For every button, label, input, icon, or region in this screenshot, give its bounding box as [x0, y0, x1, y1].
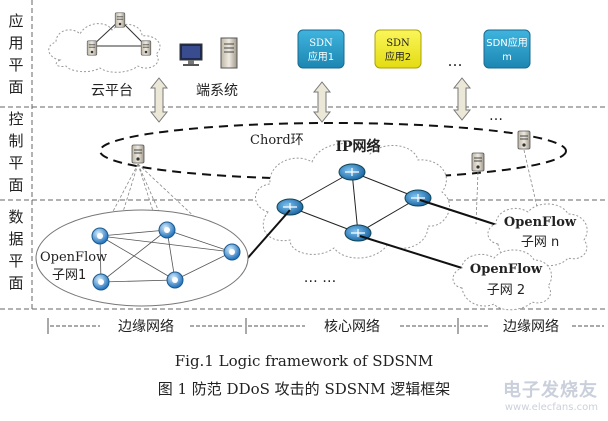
controller-links-right [475, 149, 541, 225]
watermark-sub: www.elecfans.com [504, 402, 598, 413]
subnet-2-label-line1: OpenFlow [470, 262, 543, 277]
ip-network-cloud [255, 143, 450, 259]
cloud-server-icon [114, 12, 126, 28]
openflow-switch-icon [223, 243, 241, 261]
core-router-icon [276, 198, 304, 216]
chord-ring [99, 122, 567, 180]
openflow-subnet1-area [35, 209, 249, 307]
subnet1-links [99, 229, 233, 283]
watermark-logo: 电子发烧友 www.elecfans.com [503, 376, 598, 413]
sdn-app-m-label-line2: m [502, 52, 512, 63]
scale-label-left: 边缘网络 [118, 319, 174, 335]
openflow-switch-icon [91, 227, 109, 245]
caption-english: Fig.1 Logic framework of SDSNM [174, 352, 434, 370]
sdn-app-2-box: SDN 应用2 [374, 29, 422, 69]
layer-label-application: 应用平面 [8, 12, 23, 96]
link-core-subnet1 [245, 209, 291, 261]
sdn-app-m-label-line1: SDN应用 [486, 36, 528, 49]
openflow-switch-icon [166, 271, 184, 289]
sdn-app-1-label-line1: SDN [309, 38, 333, 49]
controller-server-icon [471, 152, 485, 172]
end-system-label: 端系统 [196, 83, 238, 99]
arrow-cloud-control [149, 77, 169, 123]
core-router-icon [338, 163, 366, 181]
core-router-icon [404, 189, 432, 207]
scale-label-right: 边缘网络 [503, 319, 559, 335]
link-core-subnet-n [419, 199, 501, 227]
arrow-app1-control [312, 81, 332, 123]
ip-network-label: IP网络 [335, 138, 380, 155]
cloud-platform-shape [48, 23, 161, 73]
sdn-app-ellipsis: … [448, 52, 463, 70]
tower-pc-icon [220, 37, 238, 69]
sdsnm-diagram: 应用平面 控制平面 数据平面 云平台 端系统 SDN 应用1 SDN 应用2 …… [0, 0, 608, 335]
cloud-server-icon [86, 40, 98, 56]
arrow-appm-control [452, 77, 472, 121]
openflow-switch-icon [92, 273, 110, 291]
caption-chinese: 图 1 防范 DDoS 攻击的 SDSNM 逻辑框架 [157, 380, 451, 398]
layer-label-data: 数据平面 [8, 208, 23, 292]
sdn-app-1-label-line2: 应用1 [308, 50, 334, 63]
link-core-subnet-2 [359, 235, 463, 269]
monitor-icon [179, 43, 203, 66]
subnet1-label-line2: 子网1 [52, 268, 86, 283]
subnet-n-label-line1: OpenFlow [504, 215, 577, 230]
sdn-app-1-box: SDN 应用1 [297, 29, 345, 69]
chord-ring-label: Chord环 [250, 133, 304, 148]
cloud-platform-label: 云平台 [91, 83, 133, 99]
sdn-app-m-box: SDN应用 m [483, 29, 531, 69]
openflow-subnet-2-cloud [452, 249, 552, 311]
layer-label-control: 控制平面 [8, 110, 23, 194]
bottom-scale-lines [47, 318, 604, 334]
controller-ellipsis: … [489, 108, 503, 124]
sdn-app-2-label-line2: 应用2 [385, 50, 411, 63]
sdn-app-2-label-line1: SDN [386, 38, 410, 49]
controller-server-icon [517, 130, 531, 150]
subnet-n-label-line2: 子网 n [521, 235, 559, 250]
controller-server-icon [131, 144, 145, 164]
openflow-switch-icon [158, 221, 176, 239]
subnet1-label-line1: OpenFlow [40, 250, 107, 265]
subnet-2-label-line2: 子网 2 [487, 283, 525, 298]
scale-label-center: 核心网络 [324, 319, 380, 335]
cloud-server-icon [140, 40, 152, 56]
watermark-main: 电子发烧友 [503, 380, 598, 401]
core-ellipsis: … … [304, 270, 336, 286]
